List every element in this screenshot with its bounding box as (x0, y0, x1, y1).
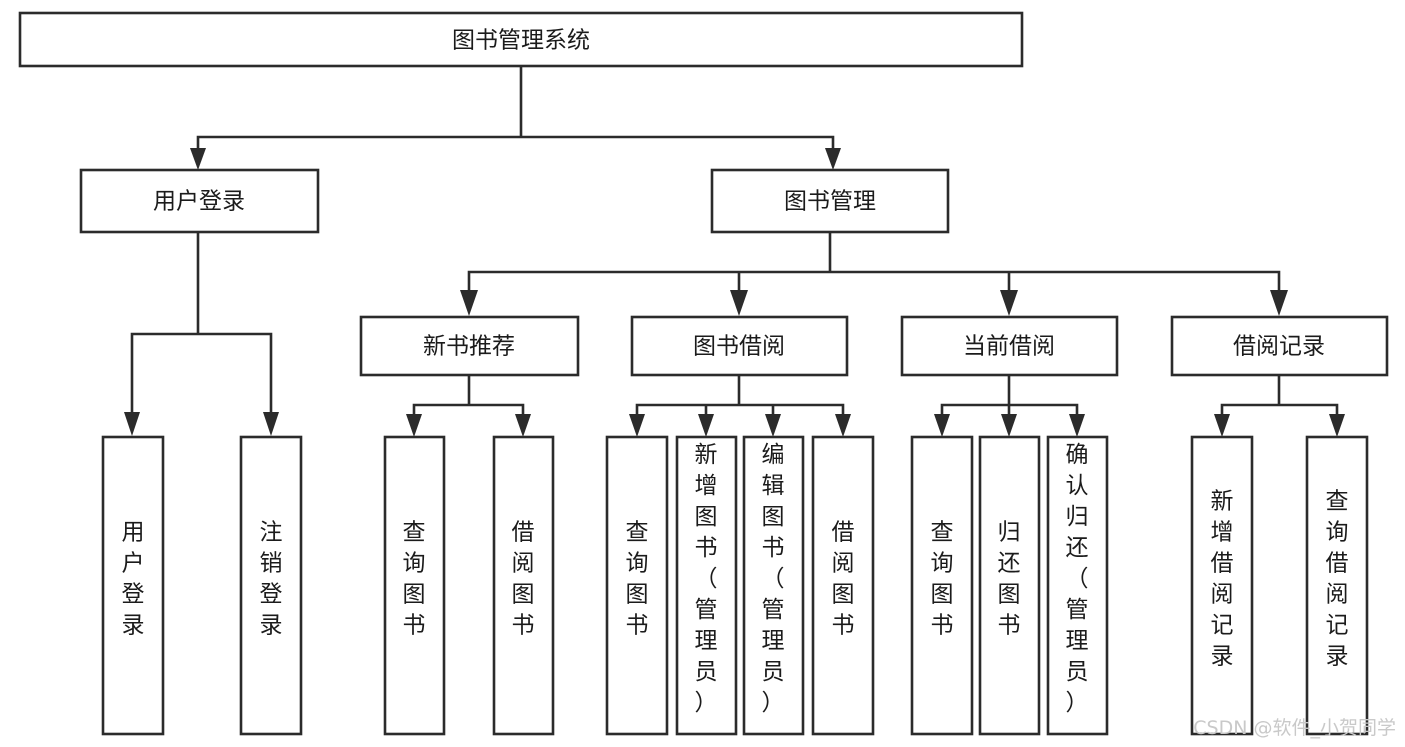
node-borrow-record[interactable]: 借阅记录 (1170, 315, 1389, 377)
node-leaf-query-book-2[interactable]: 查询图书 (605, 435, 669, 736)
node-user-login-box[interactable] (79, 168, 320, 234)
arrow-to-leaf-query-book-2 (629, 414, 645, 437)
node-leaf-edit-book[interactable]: 编辑图书（管理员） (742, 435, 805, 736)
arrow-to-leaf-user-login (124, 412, 140, 436)
node-leaf-user-login-box[interactable] (101, 435, 165, 736)
node-leaf-user-login[interactable]: 用户登录 (101, 435, 165, 736)
node-leaf-query-book-1-label: 查询图书 (403, 520, 426, 639)
arrow-to-leaf-query-book-1 (406, 414, 422, 437)
node-new-book-recommend-box[interactable] (359, 315, 580, 377)
node-leaf-confirm-return-box[interactable] (1046, 435, 1109, 736)
node-leaf-return-book-label: 归还图书 (998, 520, 1021, 639)
node-leaf-borrow-book-2[interactable]: 借阅图书 (811, 435, 875, 736)
node-book-manage-label: 图书管理 (784, 189, 876, 215)
node-leaf-query-book-1[interactable]: 查询图书 (383, 435, 446, 736)
node-borrow-record-box[interactable] (1170, 315, 1389, 377)
node-book-manage[interactable]: 图书管理 (710, 168, 950, 234)
node-root-box[interactable] (18, 11, 1024, 68)
arrow-to-leaf-confirm-return (1069, 414, 1085, 437)
node-leaf-confirm-return[interactable]: 确认归还（管理员） (1046, 435, 1109, 736)
arrow-to-leaf-borrow-book-1 (515, 414, 531, 437)
node-user-login[interactable]: 用户登录 (79, 168, 320, 234)
arrow-to-leaf-logout (263, 412, 279, 436)
node-current-borrow-label: 当前借阅 (963, 334, 1055, 360)
node-leaf-edit-book-label: 编辑图书（管理员） (762, 442, 785, 716)
node-leaf-query-book-2-box[interactable] (605, 435, 669, 736)
node-leaf-add-book[interactable]: 新增图书（管理员） (675, 435, 738, 736)
node-leaf-add-record-box[interactable] (1190, 435, 1254, 736)
node-leaf-logout-box[interactable] (239, 435, 303, 736)
node-leaf-query-record[interactable]: 查询借阅记录 (1305, 435, 1369, 736)
node-leaf-query-book-3[interactable]: 查询图书 (910, 435, 974, 736)
arrow-to-leaf-add-book (698, 414, 714, 437)
connector-bookmanage-to-level2 (467, 230, 1281, 298)
arrow-to-leaf-query-book-3 (934, 414, 950, 437)
node-leaf-query-book-1-box[interactable] (383, 435, 446, 736)
arrow-to-leaf-return-book (1001, 414, 1017, 437)
node-leaf-add-book-label: 新增图书（管理员） (695, 442, 718, 716)
node-leaf-edit-book-box[interactable] (742, 435, 805, 736)
node-leaf-user-login-label: 用户登录 (122, 520, 145, 639)
node-leaf-add-book-box[interactable] (675, 435, 738, 736)
node-leaf-borrow-book-2-box[interactable] (811, 435, 875, 736)
node-leaf-query-book-3-box[interactable] (910, 435, 974, 736)
node-leaf-return-book-box[interactable] (978, 435, 1041, 736)
node-leaf-query-record-box[interactable] (1305, 435, 1369, 736)
arrow-to-book-manage (825, 148, 841, 170)
arrow-to-current-borrow (1000, 290, 1018, 316)
node-leaf-query-record-label: 查询借阅记录 (1326, 489, 1349, 670)
node-book-borrow-box[interactable] (630, 315, 849, 377)
node-leaf-query-book-2-label: 查询图书 (626, 520, 649, 639)
arrow-to-leaf-borrow-book-2 (835, 414, 851, 437)
arrow-to-leaf-edit-book (765, 414, 781, 437)
arrow-to-borrow-record (1270, 290, 1288, 316)
node-new-book-recommend[interactable]: 新书推荐 (359, 315, 580, 377)
connector-borrowrecord-to-leaves (1220, 373, 1339, 425)
connector-layer (124, 64, 1345, 437)
node-book-manage-box[interactable] (710, 168, 950, 234)
node-leaf-logout-label: 注销登录 (260, 520, 283, 639)
node-leaf-borrow-book-1-label: 借阅图书 (512, 520, 535, 639)
node-user-login-label: 用户登录 (153, 189, 245, 215)
node-current-borrow-box[interactable] (900, 315, 1119, 377)
node-book-borrow[interactable]: 图书借阅 (630, 315, 849, 377)
node-book-borrow-label: 图书借阅 (693, 334, 785, 360)
watermark-text: CSDN @软件_小贺同学 (1193, 717, 1396, 739)
node-leaf-add-record-label: 新增借阅记录 (1211, 489, 1234, 670)
node-leaf-add-record[interactable]: 新增借阅记录 (1190, 435, 1254, 736)
node-root[interactable]: 图书管理系统 (18, 11, 1024, 68)
connector-userlogin-to-leaves (130, 230, 273, 424)
node-leaf-logout[interactable]: 注销登录 (239, 435, 303, 736)
arrow-to-leaf-add-record (1214, 414, 1230, 437)
node-leaf-borrow-book-2-label: 借阅图书 (832, 520, 855, 639)
node-current-borrow[interactable]: 当前借阅 (900, 315, 1119, 377)
arrow-to-leaf-query-record (1329, 414, 1345, 437)
node-leaf-confirm-return-label: 确认归还（管理员） (1066, 442, 1089, 716)
connector-bookborrow-to-leaves (635, 373, 845, 425)
node-leaf-return-book[interactable]: 归还图书 (978, 435, 1041, 736)
node-new-book-recommend-label: 新书推荐 (423, 334, 515, 360)
node-leaf-borrow-book-1[interactable]: 借阅图书 (492, 435, 555, 736)
arrow-to-book-borrow (730, 290, 748, 316)
connector-newbook-to-leaves (412, 373, 525, 425)
node-leaf-query-book-3-label: 查询图书 (931, 520, 954, 639)
arrow-to-user-login (190, 148, 206, 170)
connector-root-to-level1 (196, 64, 835, 160)
node-root-label: 图书管理系统 (452, 28, 590, 54)
node-borrow-record-label: 借阅记录 (1233, 334, 1325, 360)
node-leaf-borrow-book-1-box[interactable] (492, 435, 555, 736)
arrow-to-new-book-recommend (460, 290, 478, 316)
